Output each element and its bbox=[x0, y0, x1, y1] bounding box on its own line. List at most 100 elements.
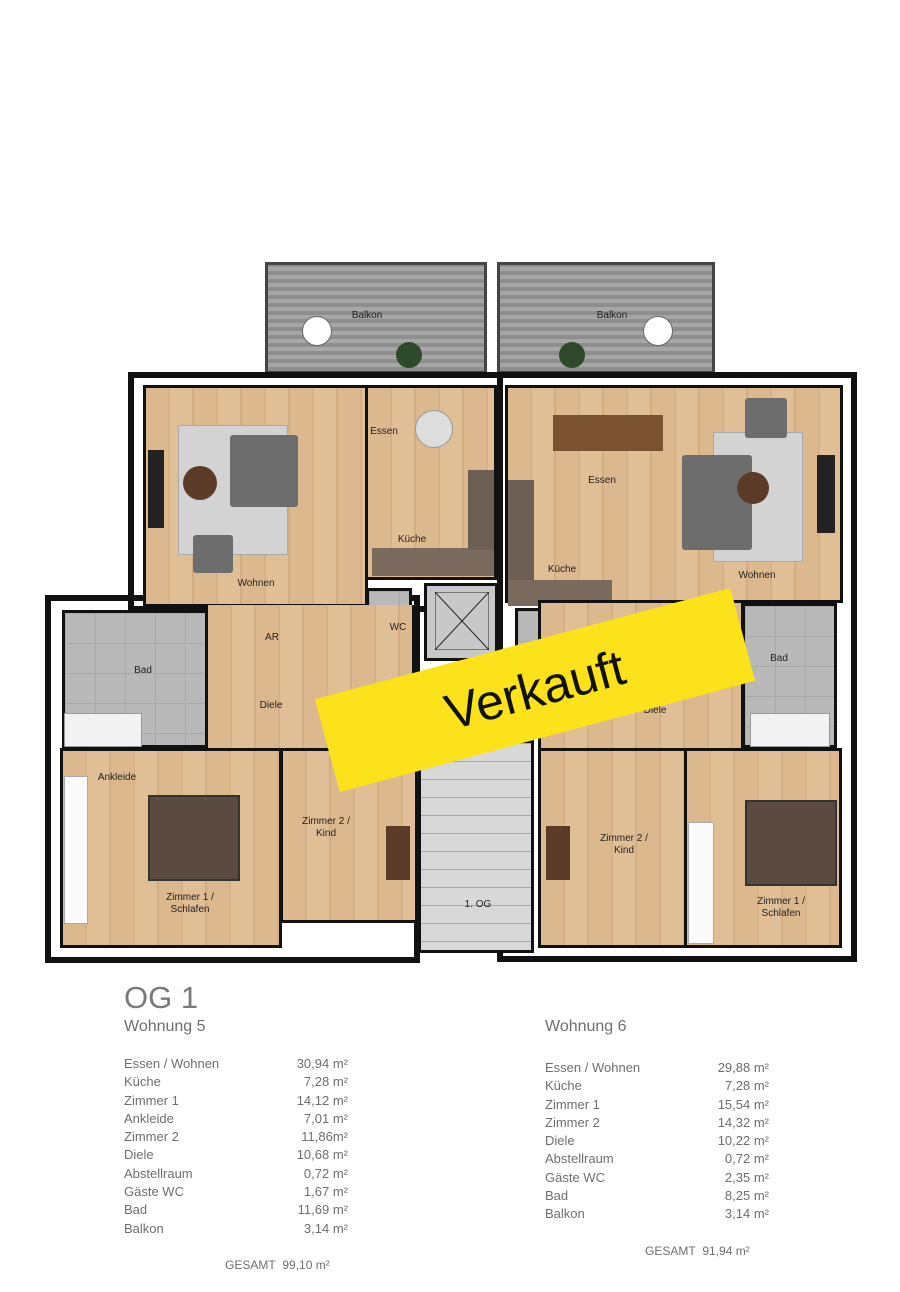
room-area: 3,14 m² bbox=[303, 1220, 348, 1236]
wardrobe-left bbox=[64, 776, 88, 924]
total-row: GESAMT 99,10 m² bbox=[225, 1258, 348, 1272]
area-row: Zimmer 2 11,86m² bbox=[124, 1128, 348, 1146]
label-balkon-left: Balkon bbox=[351, 310, 383, 321]
room-name: Zimmer 2 bbox=[545, 1114, 600, 1130]
label-ar: AR bbox=[265, 632, 279, 643]
room-name: Küche bbox=[124, 1074, 161, 1090]
total-row: GESAMT 91,94 m² bbox=[645, 1244, 769, 1258]
label-floor: 1. OG bbox=[464, 899, 492, 910]
bed-right bbox=[745, 800, 837, 886]
label-essen-right: Essen bbox=[588, 475, 616, 486]
kitchen-counter-left bbox=[372, 548, 494, 576]
label-bad-right: Bad bbox=[770, 653, 788, 664]
room-area: 3,14 m² bbox=[724, 1206, 769, 1222]
room-name: Essen / Wohnen bbox=[545, 1060, 641, 1075]
dining-table-right bbox=[553, 415, 663, 451]
balcony-table-left bbox=[302, 316, 332, 346]
room-name: Bad bbox=[124, 1202, 148, 1218]
room-area: 14,12 m² bbox=[296, 1092, 348, 1108]
floor-title: OG 1 bbox=[124, 980, 199, 1015]
area-row: Bad 8,25 m² bbox=[545, 1187, 769, 1205]
label-zimmer2-right: Zimmer 2 / Kind bbox=[600, 833, 648, 856]
kitchen-counter-left-side bbox=[468, 470, 494, 550]
room-area: 10,22 m² bbox=[717, 1133, 769, 1149]
unit-title: Wohnung 5 bbox=[124, 1018, 206, 1035]
sofa-left bbox=[230, 435, 298, 507]
plant-icon bbox=[396, 342, 422, 368]
total-value: 99,10 m² bbox=[282, 1257, 330, 1272]
room-name: Zimmer 2 bbox=[124, 1129, 179, 1145]
tv-left bbox=[148, 450, 164, 528]
room-area: 8,25 m² bbox=[724, 1188, 769, 1204]
desk-left bbox=[386, 826, 410, 880]
label-wc: WC bbox=[389, 622, 407, 633]
plant-icon bbox=[559, 342, 585, 368]
label-diele-left: Diele bbox=[259, 700, 283, 711]
label-zimmer1-right: Zimmer 1 / Schlafen bbox=[757, 896, 805, 919]
room-name: Balkon bbox=[545, 1206, 585, 1222]
tv-right bbox=[817, 455, 835, 533]
room-area: 14,32 m² bbox=[717, 1114, 769, 1130]
staircase bbox=[418, 740, 534, 953]
balcony-right bbox=[497, 262, 715, 374]
coffee-table-right bbox=[737, 472, 769, 504]
room-area: 15,54 m² bbox=[717, 1096, 769, 1112]
label-bad-left: Bad bbox=[134, 665, 152, 676]
label-zimmer1-left: Zimmer 1 / Schlafen bbox=[166, 892, 214, 915]
room-area: 0,72 m² bbox=[724, 1151, 769, 1167]
room-name: Abstellraum bbox=[124, 1165, 193, 1181]
room-area: 29,88 m² bbox=[717, 1060, 769, 1075]
area-row: Abstellraum 0,72 m² bbox=[124, 1165, 348, 1183]
label-diele-right: Diele bbox=[643, 705, 667, 716]
room-name: Abstellraum bbox=[545, 1151, 614, 1167]
wardrobe-right bbox=[688, 822, 714, 944]
total-label: GESAMT bbox=[645, 1243, 696, 1258]
area-row: Essen / Wohnen 29,88 m² bbox=[545, 1059, 769, 1077]
room-area: 7,01 m² bbox=[303, 1110, 348, 1126]
room-name: Diele bbox=[124, 1147, 154, 1163]
room-area: 10,68 m² bbox=[296, 1147, 348, 1163]
kitchen-counter-right-side bbox=[508, 480, 534, 580]
dining-table-left bbox=[415, 410, 453, 448]
total-label: GESAMT bbox=[225, 1257, 276, 1272]
area-row: Balkon 3,14 m² bbox=[124, 1220, 348, 1238]
total-value: 91,94 m² bbox=[702, 1243, 750, 1258]
coffee-table-left bbox=[183, 466, 217, 500]
room-name: Gäste WC bbox=[124, 1184, 184, 1200]
area-row: Diele 10,22 m² bbox=[545, 1132, 769, 1150]
unit-title: Wohnung 6 bbox=[545, 1018, 627, 1035]
room-name: Diele bbox=[545, 1133, 575, 1149]
room-area: 2,35 m² bbox=[724, 1169, 769, 1185]
area-row: Diele 10,68 m² bbox=[124, 1146, 348, 1164]
label-balkon-right: Balkon bbox=[596, 310, 628, 321]
bathtub-left bbox=[64, 713, 142, 747]
room-name: Küche bbox=[545, 1078, 582, 1094]
room-area: 7,28 m² bbox=[303, 1074, 348, 1090]
area-row: Balkon 3,14 m² bbox=[545, 1205, 769, 1223]
label-essen-left: Essen bbox=[370, 426, 398, 437]
label-zimmer2-left: Zimmer 2 / Kind bbox=[302, 816, 350, 839]
room-area: 11,86m² bbox=[301, 1129, 348, 1145]
area-row: Abstellraum 0,72 m² bbox=[545, 1150, 769, 1168]
room-name: Essen / Wohnen bbox=[124, 1056, 220, 1071]
area-row: Zimmer 2 14,32 m² bbox=[545, 1114, 769, 1132]
desk-right bbox=[546, 826, 570, 880]
room-name: Gäste WC bbox=[545, 1169, 605, 1185]
label-wohnen-left: Wohnen bbox=[237, 578, 275, 589]
area-row: Küche 7,28 m² bbox=[124, 1073, 348, 1091]
armchair-left bbox=[193, 535, 233, 573]
room-name: Bad bbox=[545, 1188, 569, 1204]
balcony-left bbox=[265, 262, 487, 374]
bed-left bbox=[148, 795, 240, 881]
room-area: 0,72 m² bbox=[303, 1165, 348, 1181]
room-name: Balkon bbox=[124, 1220, 164, 1236]
bathtub-right bbox=[750, 713, 830, 747]
